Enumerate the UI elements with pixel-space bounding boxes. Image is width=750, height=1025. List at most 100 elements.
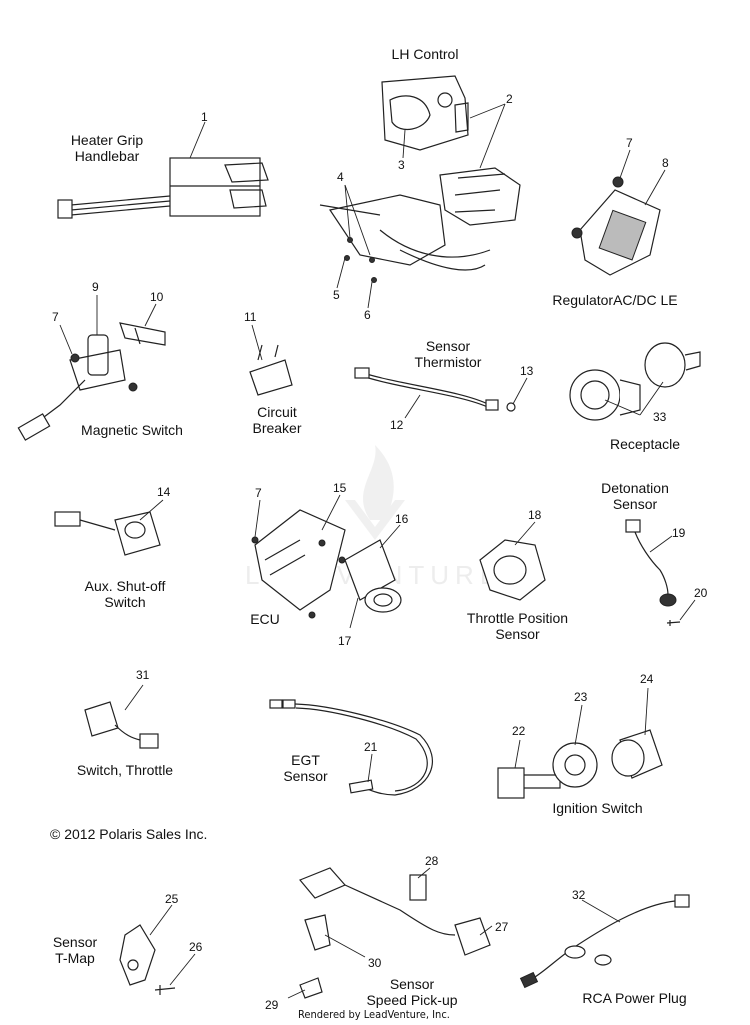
leader-line xyxy=(367,753,373,783)
leader-line xyxy=(404,394,421,419)
callout-24: 24 xyxy=(640,672,654,686)
sensor-speed-pickup-part xyxy=(299,867,491,999)
leader-line xyxy=(344,184,351,239)
circuit-breaker-label: Circuit Breaker xyxy=(232,404,322,436)
callout-1: 1 xyxy=(201,110,208,124)
sensor-thermistor-part xyxy=(354,367,516,412)
leader-line xyxy=(402,129,406,159)
leader-line xyxy=(189,121,206,159)
lh-control-part xyxy=(319,75,521,271)
heater-grip-label-line1: Heater Grip xyxy=(70,132,144,148)
receptacle-part xyxy=(569,342,701,421)
leader-line xyxy=(287,989,306,999)
leader-line xyxy=(604,399,641,416)
sensor-speed-pickup-label: Sensor Speed Pick-up xyxy=(352,976,472,1008)
throttle-position-sensor-label-line2: Sensor xyxy=(495,626,540,642)
sensor-tmap-label-line1: Sensor xyxy=(52,934,98,950)
ecu-part xyxy=(251,509,346,619)
circuit-breaker-label-line2: Breaker xyxy=(252,420,302,436)
callout-20: 20 xyxy=(694,586,708,600)
callout-32: 32 xyxy=(572,888,586,902)
detonation-sensor-label-line2: Sensor xyxy=(612,496,658,512)
callout-23: 23 xyxy=(574,690,588,704)
sensor-tmap-label-line2: T-Map xyxy=(55,950,95,966)
callout-15: 15 xyxy=(333,481,347,495)
leader-line xyxy=(324,934,366,958)
aux-shutoff-switch-part xyxy=(54,511,161,556)
leader-line xyxy=(619,149,631,179)
detonation-sensor-label-line1: Detonation xyxy=(601,480,669,496)
leader-line xyxy=(254,499,261,538)
lh-control-label: LH Control xyxy=(391,46,459,62)
callout-27: 27 xyxy=(495,920,509,934)
heater-grip-label-line2: Handlebar xyxy=(74,148,140,164)
ignition-switch-part xyxy=(497,729,663,799)
heater-grip-label: Heater Grip Handlebar xyxy=(52,132,162,164)
throttle-position-sensor-part xyxy=(479,539,546,601)
leader-line xyxy=(644,687,649,736)
leader-line xyxy=(149,904,173,936)
callout-4: 4 xyxy=(337,170,344,184)
callout-21: 21 xyxy=(364,740,378,754)
magnetic-switch-label: Magnetic Switch xyxy=(81,422,183,438)
leader-line xyxy=(679,599,696,621)
aux-shutoff-switch-label: Aux. Shut-off Switch xyxy=(70,578,180,610)
leader-line xyxy=(321,494,341,531)
rca-power-plug-label: RCA Power Plug xyxy=(582,990,687,1006)
callout-22: 22 xyxy=(512,724,526,738)
sensor-tmap-label: Sensor T-Map xyxy=(40,934,110,966)
rendered-by-text: Rendered by LeadVenture, Inc. xyxy=(298,1008,450,1021)
leader-line xyxy=(144,303,157,327)
regulator-label: RegulatorAC/DC LE xyxy=(552,292,678,308)
detonation-sensor-label: Detonation Sensor xyxy=(585,480,685,512)
callout-28: 28 xyxy=(425,854,439,868)
bracket-16-part xyxy=(344,539,402,613)
regulator-part xyxy=(571,176,661,276)
leader-line xyxy=(479,103,506,169)
leader-line xyxy=(514,521,536,546)
callout-26: 26 xyxy=(189,940,203,954)
leader-line xyxy=(574,704,583,746)
callout-7a: 7 xyxy=(626,136,633,150)
callout-9: 9 xyxy=(92,280,99,294)
sensor-thermistor-label-line2: Thermistor xyxy=(414,354,482,370)
switch-throttle-label: Switch, Throttle xyxy=(76,762,174,778)
watermark-logo-icon xyxy=(345,445,405,540)
callout-7b: 7 xyxy=(52,310,59,324)
callout-30: 30 xyxy=(368,956,382,970)
callout-11: 11 xyxy=(244,310,257,324)
callout-14: 14 xyxy=(157,485,171,499)
callout-5: 5 xyxy=(333,288,340,302)
callout-17: 17 xyxy=(338,634,352,648)
callout-8: 8 xyxy=(662,156,669,170)
leader-line xyxy=(417,867,431,879)
callout-7c: 7 xyxy=(255,486,262,500)
leader-line xyxy=(59,324,73,355)
callout-25: 25 xyxy=(165,892,179,906)
switch-throttle-part xyxy=(84,701,159,749)
leader-line xyxy=(512,377,528,405)
callout-16: 16 xyxy=(395,512,409,526)
callout-2: 2 xyxy=(506,92,513,106)
leader-line xyxy=(169,953,196,986)
callout-29: 29 xyxy=(265,998,279,1012)
circuit-breaker-label-line1: Circuit xyxy=(257,404,297,420)
leader-line xyxy=(379,524,401,549)
heater-grip-handlebar-part xyxy=(57,157,269,219)
callout-6: 6 xyxy=(364,308,371,322)
throttle-position-sensor-label-line1: Throttle Position xyxy=(466,610,569,626)
egt-sensor-label: EGT Sensor xyxy=(278,752,333,784)
aux-shutoff-switch-label-line1: Aux. Shut-off xyxy=(84,578,166,594)
ecu-label: ECU xyxy=(250,611,280,627)
leader-line xyxy=(139,499,164,521)
bracket-10-part xyxy=(119,322,166,346)
callout-18: 18 xyxy=(528,508,542,522)
leader-line xyxy=(349,597,359,629)
receptacle-label: Receptacle xyxy=(609,436,681,452)
copyright-text: © 2012 Polaris Sales Inc. xyxy=(50,826,208,842)
leader-line xyxy=(469,103,506,119)
leader-line xyxy=(644,169,666,206)
sensor-tmap-part xyxy=(119,924,176,995)
sensor-speed-pickup-label-line2: Speed Pick-up xyxy=(366,992,458,1008)
